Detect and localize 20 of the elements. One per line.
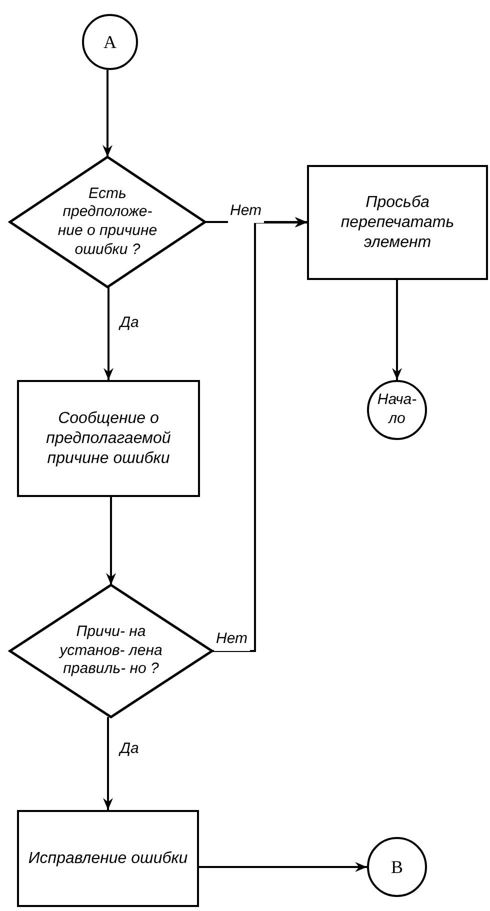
node-text: Просьба перепечатать элемент	[340, 192, 456, 252]
arrow	[392, 280, 402, 380]
arrow	[103, 717, 113, 810]
process-box	[17, 810, 199, 907]
node-text: Есть предположе- ние о причине ошибки ?	[56, 184, 158, 260]
process-box	[307, 165, 488, 280]
node-text: Исправление ошибки	[28, 848, 188, 868]
process-box	[17, 380, 200, 497]
decision-diamond	[8, 584, 214, 718]
node-text: Причи- на установ- лена правиль- но ?	[58, 622, 164, 680]
node-text: Сообщение о предполагаемой причине ошибки	[45, 408, 172, 468]
arrow	[106, 497, 116, 585]
arrow	[212, 218, 307, 652]
arrow	[199, 862, 367, 872]
node-text: A	[104, 30, 116, 54]
decision-diamond	[8, 156, 208, 288]
arrow	[102, 70, 112, 157]
node-text: B	[390, 856, 403, 878]
arrow	[104, 287, 114, 380]
node-text: Нача- ло	[376, 391, 418, 429]
